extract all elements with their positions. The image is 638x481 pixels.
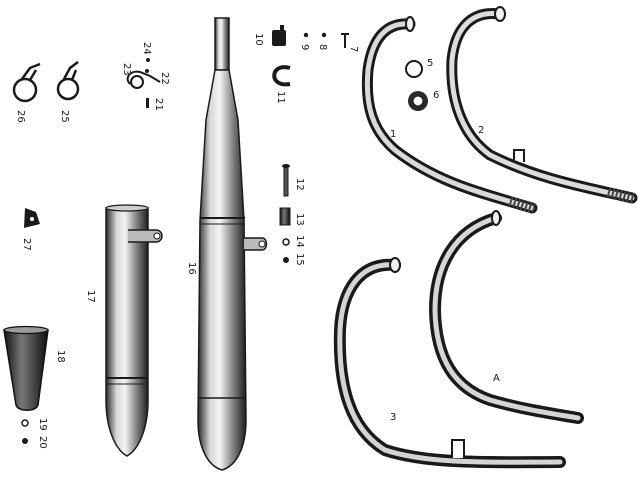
ring-5 <box>405 60 423 78</box>
spacer-13 <box>279 207 291 226</box>
label-part-21: 21 <box>153 98 164 111</box>
label-part-2: 2 <box>478 125 484 136</box>
label-part-a: A <box>493 373 500 384</box>
exhaust-pipe-a <box>428 210 584 424</box>
label-part-19: 19 <box>37 418 48 431</box>
silencer-16 <box>197 17 268 471</box>
nut-15 <box>283 257 289 263</box>
washer-8 <box>321 32 327 38</box>
label-part-9: 9 <box>299 44 310 50</box>
label-part-1: 1 <box>390 129 396 140</box>
clip-assembly-22 <box>126 70 161 89</box>
silencer-17 <box>105 204 163 457</box>
sleeve-10 <box>272 25 286 46</box>
label-part-14: 14 <box>294 235 305 248</box>
label-part-25: 25 <box>59 110 70 123</box>
label-part-26: 26 <box>15 110 26 123</box>
label-part-11: 11 <box>275 91 286 104</box>
clip-26 <box>12 62 41 103</box>
label-part-13: 13 <box>294 213 305 226</box>
nut-19 <box>21 419 29 427</box>
exhaust-pipe-2 <box>446 6 638 204</box>
nut-9 <box>303 32 309 38</box>
label-part-16: 16 <box>186 262 197 275</box>
label-part-12: 12 <box>294 178 305 191</box>
label-part-7: 7 <box>348 46 359 52</box>
label-part-17: 17 <box>85 290 96 303</box>
label-part-6: 6 <box>433 90 439 101</box>
label-part-8: 8 <box>317 44 328 50</box>
exhaust-pipe-3 <box>333 257 566 469</box>
label-part-24: 24 <box>141 42 152 55</box>
label-part-10: 10 <box>253 33 264 46</box>
clip-25 <box>56 61 80 101</box>
label-part-18: 18 <box>55 350 66 363</box>
washer-14 <box>282 238 290 246</box>
label-part-23: 23 <box>121 63 132 76</box>
bolt-21 <box>146 98 149 108</box>
clamp-11 <box>272 65 291 87</box>
label-part-15: 15 <box>294 253 305 266</box>
label-part-27: 27 <box>21 238 32 251</box>
bolt-12 <box>282 164 290 197</box>
washer-20 <box>22 438 28 444</box>
exhaust-pipe-1 <box>361 16 538 214</box>
label-part-5: 5 <box>427 58 433 69</box>
label-part-22: 22 <box>159 72 170 85</box>
label-part-20: 20 <box>37 436 48 449</box>
end-cone-18 <box>3 325 49 411</box>
nut-23 <box>145 69 149 73</box>
label-part-3: 3 <box>390 412 396 423</box>
nut-6 <box>408 91 428 111</box>
washer-24 <box>146 58 150 62</box>
bolt-7 <box>341 33 349 48</box>
